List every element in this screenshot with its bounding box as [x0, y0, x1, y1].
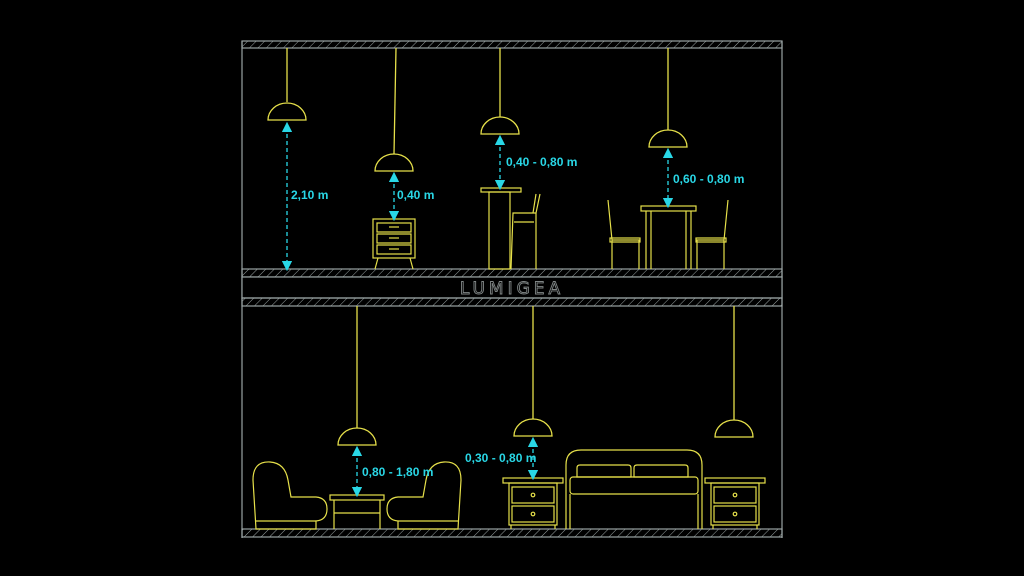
nightstand-left-icon	[502, 477, 564, 529]
armchair-left-icon	[252, 461, 328, 530]
pendant-lamps	[267, 47, 754, 446]
dining-table-icon	[640, 205, 697, 269]
lower-ceiling-slab	[241, 297, 783, 307]
bar-table-icon	[480, 187, 522, 270]
dimension-label-bar: 0,40 - 0,80 m	[506, 155, 577, 169]
dimension-label-lounge: 0,80 - 1,80 m	[362, 465, 433, 479]
armchair-right-icon	[386, 461, 462, 530]
bar-stool-icon	[510, 193, 541, 270]
pendant-lamp-icon	[374, 47, 414, 172]
pendant-lamp-icon	[648, 48, 688, 148]
pendant-lamp-icon	[513, 306, 553, 437]
dining-chair-left-icon	[607, 199, 641, 269]
upper-floor-slab	[241, 268, 783, 278]
dimension-lines	[281, 121, 674, 498]
pendant-lamp-icon	[337, 306, 377, 446]
coffee-table-icon	[329, 494, 385, 529]
chest-of-drawers-icon	[372, 218, 416, 270]
dimension-label-living: 2,10 m	[291, 188, 328, 202]
logo-text: LUMIGEA	[460, 279, 564, 299]
building-structure	[241, 40, 783, 538]
ground-floor-slab	[241, 528, 783, 538]
dimension-label-dining: 0,60 - 0,80 m	[673, 172, 744, 186]
bed-icon	[565, 449, 703, 529]
dimension-label-bedside: 0,30 - 0,80 m	[465, 451, 536, 465]
dimension-label-nightstand: 0,40 m	[397, 188, 434, 202]
pendant-lamp-icon	[714, 306, 754, 438]
pendant-lamp-icon	[480, 48, 520, 135]
lower-floor-furniture	[252, 449, 766, 530]
nightstand-right-icon	[704, 477, 766, 529]
roof-slab	[241, 40, 783, 49]
dining-chair-right-icon	[695, 199, 729, 269]
pendant-lamp-icon	[267, 48, 307, 121]
